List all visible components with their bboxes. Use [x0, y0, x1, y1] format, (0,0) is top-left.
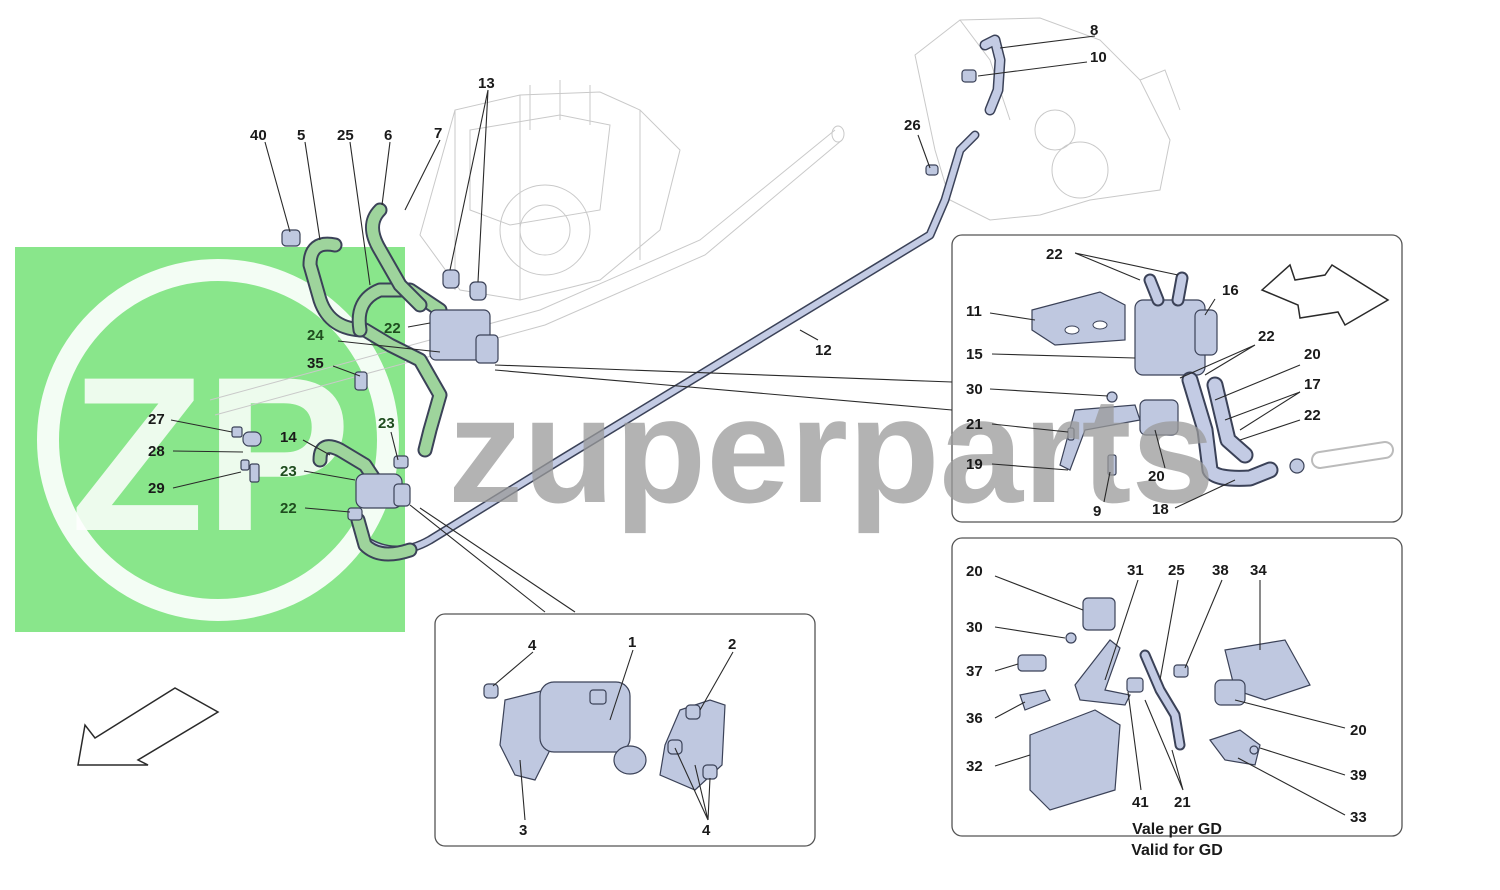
watermark-logo: ZP [15, 247, 405, 632]
watermark-brand-text: zuperparts [448, 366, 1215, 534]
callout-gd-38: 38 [1212, 562, 1229, 579]
callout-gd-34: 34 [1250, 562, 1267, 579]
callout-23-lower: 23 [280, 463, 297, 480]
callout-gd-30: 30 [966, 619, 983, 636]
validity-note-it: Vale per GD [1132, 821, 1222, 838]
callout-12: 12 [815, 342, 832, 359]
callout-28: 28 [148, 443, 165, 460]
callouts-pump: 4 1 2 3 4 [519, 634, 736, 839]
callout-valve-17: 17 [1304, 376, 1321, 393]
callout-valve-16: 16 [1222, 282, 1239, 299]
callouts-valve: 22 16 11 22 15 20 30 17 22 21 19 20 9 18 [966, 246, 1321, 520]
callout-gd-32: 32 [966, 758, 983, 775]
callout-10: 10 [1090, 49, 1107, 66]
main-pump-assembly [355, 473, 411, 509]
highlighted-hoses [231, 202, 487, 562]
callout-22-pump: 22 [280, 500, 297, 517]
callout-pump-3: 3 [519, 822, 527, 839]
callout-valve-21: 21 [966, 416, 983, 433]
callout-valve-15: 15 [966, 346, 983, 363]
gearbox-hoses [925, 34, 1006, 176]
callout-gd-36: 36 [966, 710, 983, 727]
callout-pump-1: 1 [628, 634, 636, 651]
callout-5: 5 [297, 127, 305, 144]
callout-valve-22-low: 22 [1304, 407, 1321, 424]
callout-gd-20-right: 20 [1350, 722, 1367, 739]
direction-arrow-right-icon [1260, 263, 1390, 327]
detail-panel-pump [409, 504, 816, 847]
engine-block-ghost [419, 80, 681, 301]
gearbox-ghost [914, 17, 1181, 221]
callout-35: 35 [307, 355, 324, 372]
callout-23-upper: 23 [378, 415, 395, 432]
validity-note-en: Valid for GD [1131, 842, 1223, 859]
callout-valve-30: 30 [966, 381, 983, 398]
callout-valve-19: 19 [966, 456, 983, 473]
callout-pump-4-bottom: 4 [702, 822, 711, 839]
callout-valve-18: 18 [1152, 501, 1169, 518]
leader-lines-gd [994, 575, 1346, 816]
callout-13: 13 [478, 75, 495, 92]
callout-8: 8 [1090, 22, 1098, 39]
callout-29: 29 [148, 480, 165, 497]
callout-pump-2: 2 [728, 636, 736, 653]
direction-arrow-left-icon [77, 687, 220, 766]
callout-gd-33: 33 [1350, 809, 1367, 826]
callout-valve-22-top: 22 [1046, 246, 1063, 263]
watermark-logo-letters: ZP [70, 331, 351, 577]
callout-valve-20-low: 20 [1148, 468, 1165, 485]
callout-valve-22-mid: 22 [1258, 328, 1275, 345]
callout-26: 26 [904, 117, 921, 134]
leader-lines-pump [492, 649, 734, 821]
callout-27: 27 [148, 411, 165, 428]
callout-14: 14 [280, 429, 297, 446]
callout-22-hose: 22 [384, 320, 401, 337]
callout-valve-20-right: 20 [1304, 346, 1321, 363]
callouts-gd: 20 31 25 38 34 30 37 36 20 39 32 41 21 3… [966, 562, 1367, 826]
callout-pump-4-top: 4 [528, 637, 537, 654]
callout-40: 40 [250, 127, 267, 144]
callout-gd-31: 31 [1127, 562, 1144, 579]
callout-7: 7 [434, 125, 442, 142]
exhaust-pipe-ghost [209, 125, 845, 416]
callout-gd-25: 25 [1168, 562, 1185, 579]
callout-gd-41: 41 [1132, 794, 1149, 811]
callout-24: 24 [307, 327, 324, 344]
validity-note: Vale per GD Valid for GD [1131, 821, 1223, 859]
leader-lines-main [170, 35, 1096, 513]
callout-25: 25 [337, 127, 354, 144]
callout-gd-21: 21 [1174, 794, 1191, 811]
main-valve-assembly [429, 309, 499, 364]
callouts-main: 40 5 25 6 7 13 22 24 35 27 28 29 14 23 2… [148, 22, 1107, 517]
callout-valve-11: 11 [966, 303, 982, 320]
leader-lines-valve [989, 252, 1301, 509]
callout-gd-37: 37 [966, 663, 983, 680]
detail-panel-gd [951, 537, 1403, 837]
detail-panel-valve [494, 234, 1403, 523]
callout-gd-20-top: 20 [966, 563, 983, 580]
callout-valve-9: 9 [1093, 503, 1101, 520]
callout-gd-39: 39 [1350, 767, 1367, 784]
callout-6: 6 [384, 127, 392, 144]
